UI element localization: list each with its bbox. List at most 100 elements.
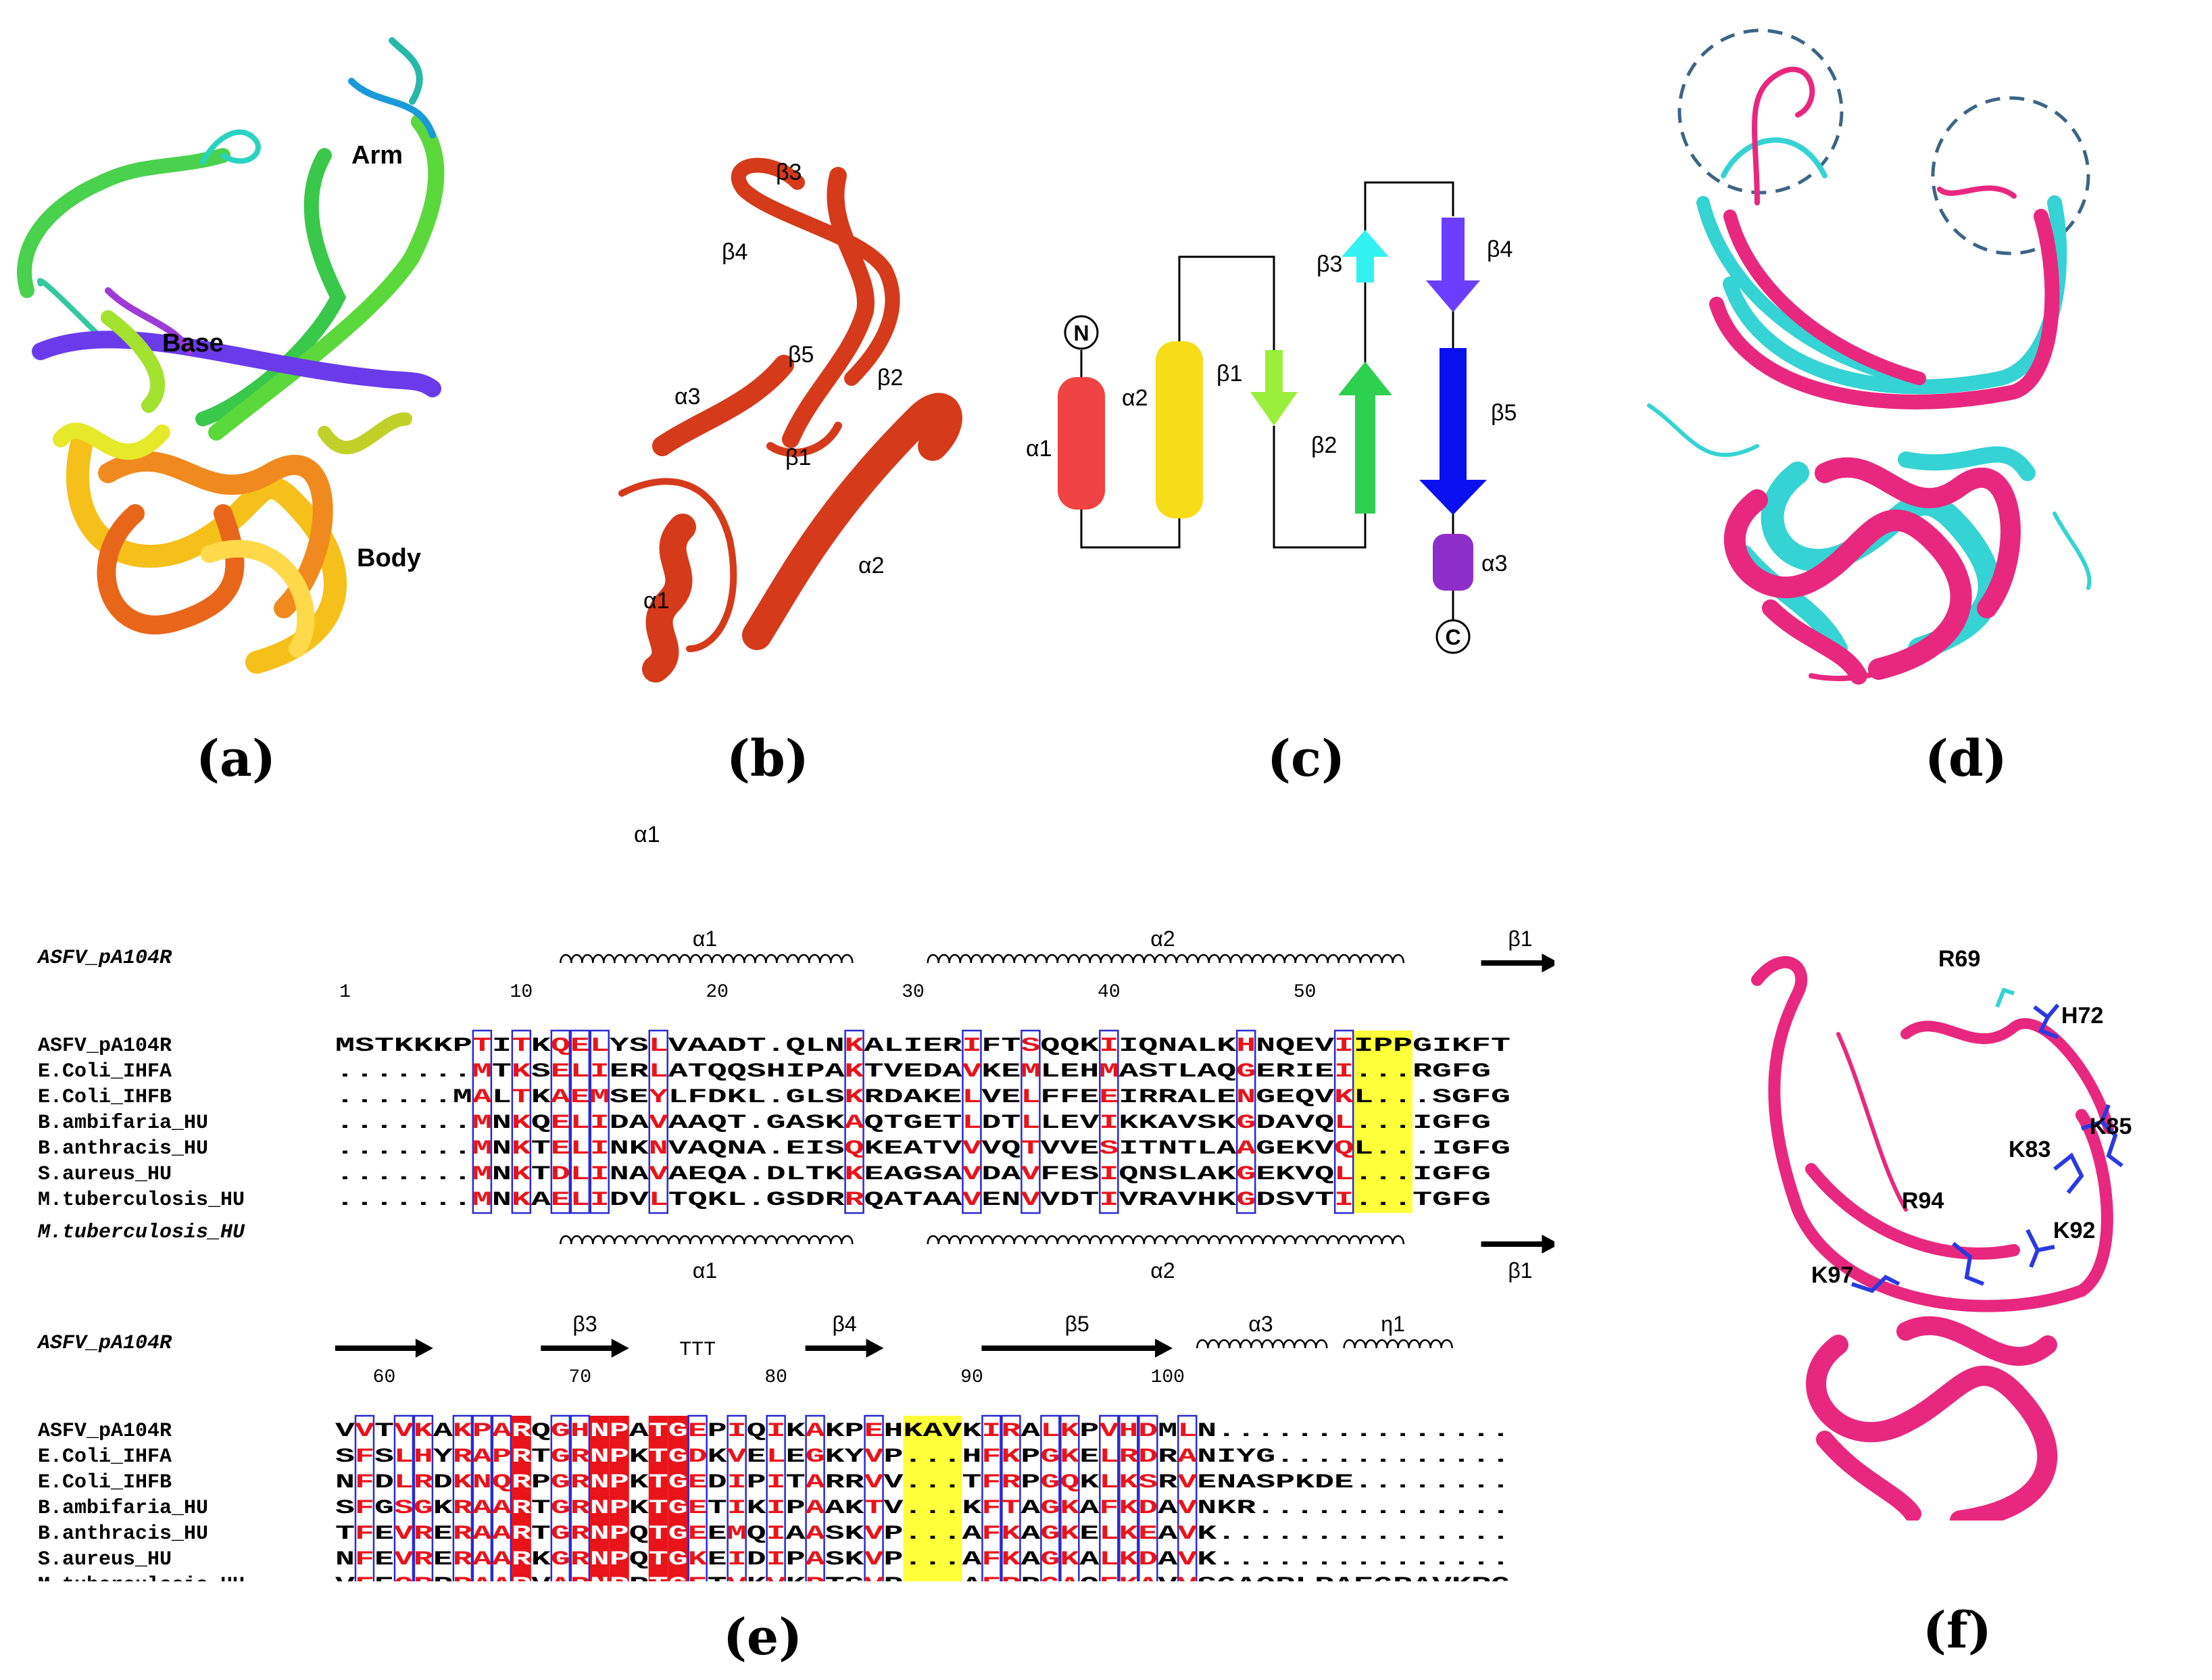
block1-row-name: M.tuberculosis_HU: [38, 1574, 245, 1581]
panel-b-label-beta2: β2: [877, 365, 903, 391]
c-terminus-label: C: [1445, 625, 1460, 649]
block0-ruler-1: 10: [510, 982, 533, 1003]
block0-bottom-ss-0-label: α1: [693, 1258, 717, 1283]
block0-ruler-3: 30: [902, 982, 925, 1003]
block0-similar-col: [589, 1029, 610, 1214]
residue-label-r94: R94: [1902, 1188, 1944, 1214]
block0-bottom-ss-1: [927, 1235, 1404, 1245]
block1-ruler-1: 70: [568, 1367, 591, 1388]
panel-c-topology: N α1 α2 β1 β2 β3 β4 β5 α3 C: [1014, 162, 1554, 689]
block0-top-ss-0-label: α1: [693, 927, 717, 951]
block1-ruler-0: 60: [373, 1367, 396, 1388]
block0-top-ss-1: [927, 954, 1404, 964]
panel-b-label-alpha3: α3: [674, 384, 701, 410]
arm-highlight-circle-right: [1931, 96, 2090, 255]
block0-similar-col: [1333, 1029, 1354, 1214]
panel-a-label: (a): [196, 730, 276, 788]
block0-ruler-0: 1: [339, 982, 351, 1003]
panel-b-label-beta3: β3: [776, 159, 802, 185]
block0-bottom-ss-0: [560, 1235, 854, 1245]
arm-highlight-circle-left: [1677, 28, 1844, 195]
block1-top-ss-0: [335, 1339, 433, 1358]
r69-stick: [1995, 987, 2015, 1008]
strand-beta3: [1342, 230, 1389, 282]
block1-ruler-4: 100: [1151, 1367, 1185, 1388]
helix-alpha3-label: α3: [1481, 551, 1508, 576]
block0-similar-col: [962, 1029, 982, 1214]
strand-beta4-label: β4: [1487, 237, 1513, 262]
block1-conserved-col: [648, 1416, 668, 1598]
block0-similar-col: [511, 1029, 532, 1214]
block0-ruler-5: 50: [1294, 982, 1317, 1003]
block1-conserved-col: [511, 1416, 531, 1598]
block0-similar-col: [472, 1029, 493, 1214]
block0-row-name: E.Coli_IHFB: [38, 1086, 172, 1109]
panel-d-superposition: [1622, 0, 2109, 716]
basic-residue-sticks: [1851, 1004, 2123, 1293]
panel-e-label: (e): [723, 1608, 803, 1666]
block1-row-name: E.Coli_IHFA: [38, 1446, 172, 1468]
helix-alpha2: [1156, 341, 1203, 518]
alignment-figure: ASFV_pA104Rα1α2β1β211020304050ASFV_pA104…: [36, 927, 1717, 1668]
block1-row-name: B.ambifaria_HU: [38, 1497, 208, 1520]
block1-ruler-3: 90: [960, 1367, 983, 1388]
block1-top-ss-3: [805, 1339, 884, 1358]
block1-conserved-col: [609, 1416, 629, 1598]
panel-b-label-beta1: β1: [785, 445, 811, 470]
block1-row-name: S.aureus_HU: [38, 1548, 172, 1571]
block1-top-ss-6: [1343, 1339, 1453, 1349]
block1-row-name: E.Coli_IHFB: [38, 1471, 172, 1494]
residue-label-r69: R69: [1938, 946, 1980, 972]
block0-bottom-ss-2: [1481, 1235, 1560, 1254]
block1-ruler-2: 80: [764, 1367, 787, 1388]
block1-row-name: B.anthracis_HU: [38, 1523, 208, 1546]
strand-beta2: [1338, 362, 1392, 514]
panel-a-base-label: Base: [162, 329, 224, 357]
n-terminus-circle: [1064, 315, 1099, 350]
panel-d-label: (d): [1925, 730, 2007, 788]
helix-alpha3: [1433, 534, 1473, 591]
block0-similar-col: [1021, 1029, 1041, 1214]
block1-top-ss-1-label: β3: [572, 1312, 597, 1336]
panel-d-ribbon-figure: [1647, 28, 2092, 685]
block0-row-name: S.aureus_HU: [38, 1163, 172, 1186]
panel-a-structure: Arm Base Body: [0, 0, 473, 730]
panel-f-label: (f): [1923, 1602, 1992, 1660]
block1-top-ss-4: [981, 1339, 1173, 1358]
block1-gap-highlight: [903, 1416, 962, 1598]
block0-gap-highlight: [1354, 1031, 1413, 1213]
residue-label-k97: K97: [1811, 1262, 1853, 1288]
block0-row-name: M.tuberculosis_HU: [38, 1189, 245, 1212]
strand-beta1: [1250, 350, 1298, 426]
magenta-chain: [1709, 66, 2060, 685]
block0-similar-col: [1099, 1029, 1119, 1214]
block0-top-ss-2-label: β1: [1508, 927, 1532, 951]
residue-label-k92: K92: [2053, 1218, 2095, 1243]
block1-top-ss-3-label: β4: [832, 1312, 856, 1336]
panel-b-label-alpha1: α1: [643, 588, 670, 614]
block1-top-ss-5: [1196, 1339, 1328, 1349]
block1-conserved-col: [589, 1416, 610, 1598]
block1-top-ss-5-label: α3: [1248, 1312, 1273, 1336]
panel-f-ribbon-figure: R69 H72 K85 K83 R94 K92 K97: [1751, 946, 2132, 1531]
panel-b-structure: β3 β4 β5 β2 α3 β1 α2 α1: [568, 135, 973, 689]
panel-b-label-alpha2: α2: [858, 553, 885, 578]
panel-b-label-beta4: β4: [722, 239, 747, 265]
block0-row-name: ASFV_pA104R: [38, 1035, 172, 1058]
block0-row-name: B.ambifaria_HU: [38, 1112, 208, 1135]
helix-alpha1: [1058, 377, 1105, 510]
panel-a-body-label: Body: [357, 544, 421, 572]
block0-bottom-ss-1-label: α2: [1150, 1258, 1175, 1283]
block0-similar-col: [550, 1029, 571, 1214]
panel-b-label-beta5: β5: [788, 342, 814, 368]
block1-ref-name: ASFV_pA104R: [36, 1332, 172, 1355]
